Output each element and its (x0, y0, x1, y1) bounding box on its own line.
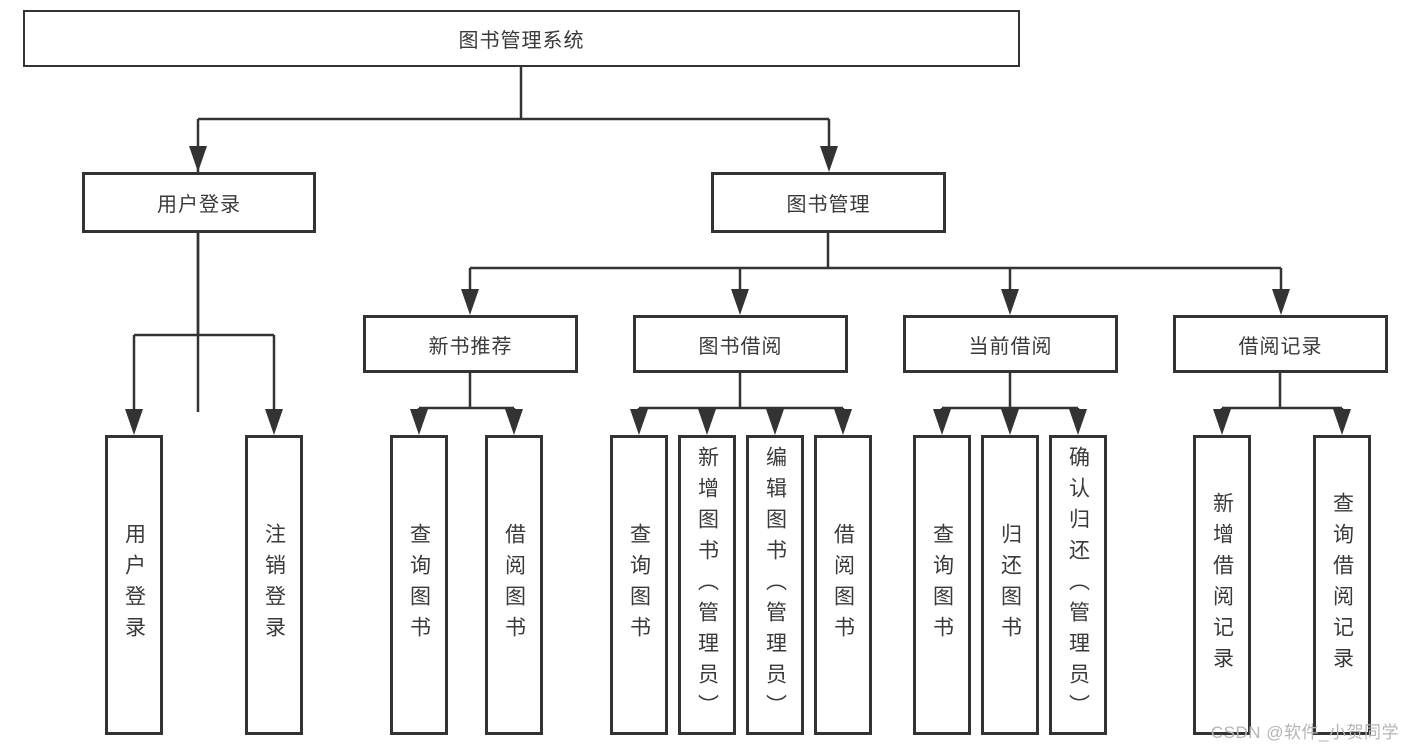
leaf-query-borrow-record: 查询借阅记录 (1313, 435, 1371, 735)
node-current-borrow-label: 当前借阅 (968, 335, 1053, 358)
leaf-query-borrow-record-label: 查询借阅记录 (1330, 492, 1354, 678)
leaf-query-books-1-label: 查询图书 (407, 523, 431, 647)
leaf-query-books-2: 查询图书 (610, 435, 668, 735)
node-book-management-label: 图书管理 (786, 194, 871, 216)
leaf-add-borrow-record-label: 新增借阅记录 (1210, 492, 1234, 678)
leaf-borrow-books-1: 借阅图书 (485, 435, 543, 735)
leaf-return-book-label: 归还图书 (998, 523, 1022, 647)
node-new-book-recommend: 新书推荐 (363, 315, 578, 373)
leaf-add-borrow-record: 新增借阅记录 (1193, 435, 1251, 735)
leaf-query-books-3-label: 查询图书 (930, 523, 954, 647)
node-current-borrow: 当前借阅 (903, 315, 1118, 373)
leaf-borrow-books-2-label: 借阅图书 (831, 523, 855, 647)
leaf-confirm-return-admin: 确认归还（管理员） (1049, 435, 1107, 735)
node-library-system-label: 图书管理系统 (458, 30, 585, 52)
leaf-edit-book-admin: 编辑图书（管理员） (746, 435, 804, 735)
leaf-query-books-3: 查询图书 (913, 435, 971, 735)
csdn-watermark: CSDN @软件_小贺同学 (1210, 723, 1399, 742)
leaf-confirm-return-admin-label: 确认归还（管理员） (1066, 445, 1090, 725)
leaf-logout-label: 注销登录 (262, 523, 286, 647)
node-library-system: 图书管理系统 (23, 10, 1020, 67)
node-book-borrow-label: 图书借阅 (698, 335, 783, 358)
leaf-user-login-label: 用户登录 (122, 523, 146, 647)
node-borrow-records: 借阅记录 (1173, 315, 1388, 373)
leaf-add-book-admin: 新增图书（管理员） (678, 435, 736, 735)
node-book-borrow: 图书借阅 (633, 315, 848, 373)
leaf-borrow-books-1-label: 借阅图书 (502, 523, 526, 647)
leaf-query-books-1: 查询图书 (390, 435, 448, 735)
node-user-login-label: 用户登录 (157, 194, 241, 216)
node-user-login: 用户登录 (82, 172, 316, 233)
node-new-book-recommend-label: 新书推荐 (428, 335, 513, 358)
leaf-logout: 注销登录 (245, 435, 303, 735)
leaf-add-book-admin-label: 新增图书（管理员） (695, 445, 719, 725)
node-book-management: 图书管理 (711, 172, 946, 233)
leaf-edit-book-admin-label: 编辑图书（管理员） (763, 445, 787, 725)
node-borrow-records-label: 借阅记录 (1238, 335, 1323, 358)
leaf-return-book: 归还图书 (981, 435, 1039, 735)
leaf-borrow-books-2: 借阅图书 (814, 435, 872, 735)
leaf-query-books-2-label: 查询图书 (627, 523, 651, 647)
leaf-user-login: 用户登录 (105, 435, 163, 735)
